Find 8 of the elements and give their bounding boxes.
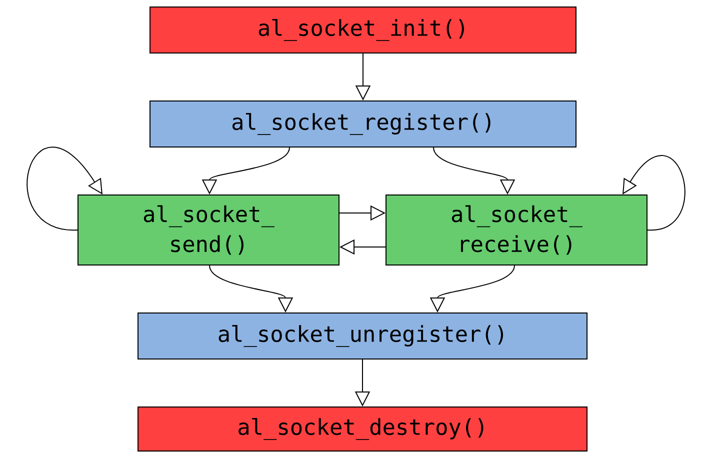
function-box: al_socket_unregister() [138,312,588,360]
function-box: al_socket_ send() [78,194,340,266]
function-box: al_socket_init() [150,6,576,54]
function-box: al_socket_ receive() [386,194,648,266]
arrow [26,146,102,230]
arrow [622,155,686,230]
function-box: al_socket_destroy() [138,406,588,452]
function-box: al_socket_register() [150,100,576,148]
